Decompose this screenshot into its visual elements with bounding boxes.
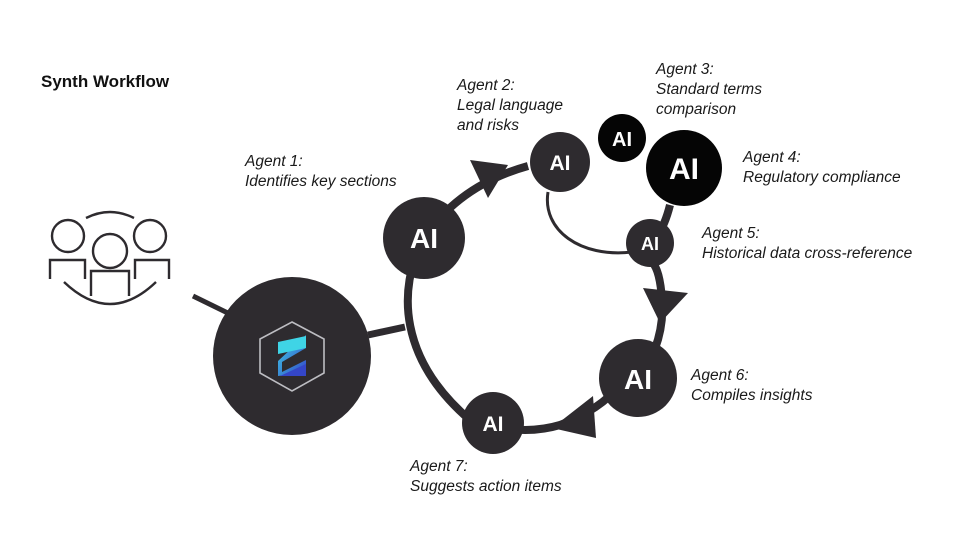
svg-text:AI: AI <box>483 413 504 436</box>
hub-connector <box>367 323 406 339</box>
arrow-icon <box>552 396 596 438</box>
ai-node-7[interactable]: AI <box>462 392 524 454</box>
agent-3-name: Agent 3: <box>656 61 714 78</box>
users-group-icon <box>48 210 171 306</box>
agent-5-name: Agent 5: <box>702 225 760 242</box>
agent-2-label: Agent 2: Legal language and risks <box>457 76 563 136</box>
agent-2-name: Agent 2: <box>457 77 515 94</box>
agent-1-label: Agent 1: Identifies key sections <box>245 152 397 192</box>
svg-text:AI: AI <box>550 152 571 175</box>
svg-text:AI: AI <box>641 234 659 254</box>
ai-node-1[interactable]: AI <box>383 197 465 279</box>
svg-text:AI: AI <box>669 153 699 186</box>
arrow-icon <box>643 288 688 323</box>
agent-1-desc: Identifies key sections <box>245 173 397 190</box>
ai-node-4[interactable]: AI <box>646 130 722 206</box>
agent-2-desc: Legal language <box>457 97 564 114</box>
agent-3-label: Agent 3: Standard terms comparison <box>656 60 762 120</box>
ai-node-6[interactable]: AI <box>599 339 677 417</box>
arrow-icon <box>470 160 508 198</box>
agent-5-desc: Historical data cross-reference <box>702 245 913 262</box>
agent-6-name: Agent 6: <box>691 367 749 384</box>
ai-node-3[interactable]: AI <box>598 114 646 162</box>
agent-7-name: Agent 7: <box>410 458 468 475</box>
ai-node-5[interactable]: AI <box>626 219 674 267</box>
agent-3-desc: comparison <box>656 101 737 118</box>
agent-2-desc: and risks <box>457 117 520 134</box>
agent-4-label: Agent 4: Regulatory compliance <box>743 148 901 188</box>
page-title: Synth Workflow <box>41 72 170 91</box>
svg-text:AI: AI <box>624 364 652 395</box>
agent-7-desc: Suggests action items <box>410 478 562 495</box>
agent-4-name: Agent 4: <box>743 149 801 166</box>
agent-3-desc: Standard terms <box>656 81 762 98</box>
agent-1-name: Agent 1: <box>245 153 303 170</box>
svg-text:AI: AI <box>612 129 632 151</box>
agent-5-label: Agent 5: Historical data cross-reference <box>702 224 912 264</box>
agent-4-desc: Regulatory compliance <box>743 169 901 186</box>
agent-7-label: Agent 7: Suggests action items <box>410 457 562 497</box>
hexagon-logo-icon <box>259 321 325 392</box>
agent-6-desc: Compiles insights <box>691 387 813 404</box>
ai-node-2[interactable]: AI <box>530 132 590 192</box>
agent-6-label: Agent 6: Compiles insights <box>691 366 812 406</box>
svg-text:AI: AI <box>410 223 438 254</box>
inner-loop <box>545 191 633 255</box>
